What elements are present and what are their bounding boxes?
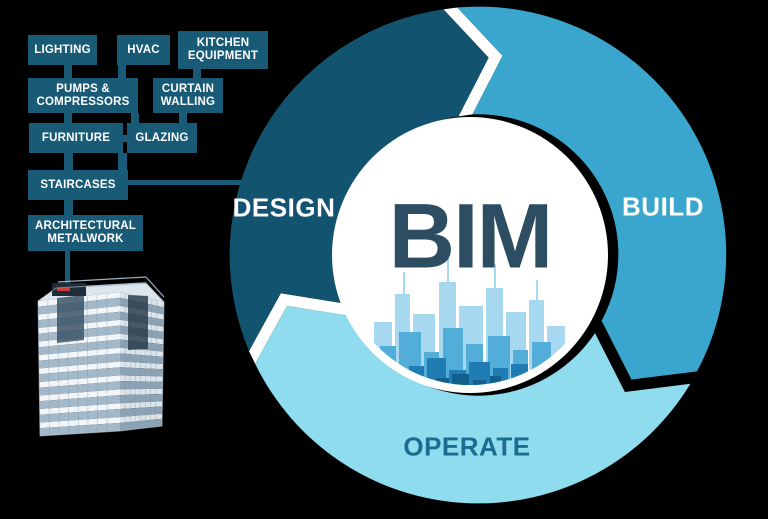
building-window-band <box>120 418 163 431</box>
build-label: BUILD <box>622 191 704 222</box>
building-window-band <box>39 422 120 436</box>
operate-label: OPERATE <box>403 431 531 462</box>
box-kitchen-equipment: KITCHEN EQUIPMENT <box>178 31 268 69</box>
operate-segment <box>255 305 691 504</box>
connector-glazing-stairs <box>118 153 127 170</box>
skyline-antenna <box>494 264 496 288</box>
box-staircases-label: STAIRCASES <box>40 178 116 191</box>
building-recess-side <box>128 295 148 350</box>
connector-metalwork-building <box>65 251 70 292</box>
build-segment <box>457 6 727 380</box>
connector-pumps-glazing <box>131 113 139 123</box>
connector-pumps-furniture <box>64 113 72 123</box>
skyline-building <box>452 374 469 385</box>
design-segment <box>229 9 489 352</box>
building-mullion <box>149 299 153 428</box>
connector-lighting-pumps <box>64 65 72 78</box>
building-window-band <box>38 339 121 355</box>
building-window-band <box>39 395 120 409</box>
box-glazing-label: GLAZING <box>135 131 189 144</box>
building-roof-railing-side <box>145 276 165 298</box>
connector-hvac-pumps <box>118 65 126 78</box>
building-roof-railing <box>57 276 147 283</box>
connector-curtain-glazing <box>179 113 187 123</box>
building-window-band <box>39 381 120 396</box>
building-slab <box>120 375 163 382</box>
box-hvac-label: HVAC <box>127 43 160 56</box>
building-slab <box>38 347 120 361</box>
box-architectural-metalwork-label: ARCHITECTURAL METALWORK <box>35 220 136 245</box>
design-label: DESIGN <box>232 192 336 223</box>
box-architectural-metalwork: ARCHITECTURAL METALWORK <box>28 215 143 251</box>
building-window-band <box>38 353 120 369</box>
building-mullion <box>47 299 51 436</box>
box-lighting: LIGHTING <box>28 35 97 65</box>
box-pumps-compressors: PUMPS & COMPRESSORS <box>28 78 138 113</box>
box-kitchen-equipment-label: KITCHEN EQUIPMENT <box>187 37 259 62</box>
building-slab <box>39 375 121 388</box>
building-window-band <box>120 353 164 364</box>
skyline-building <box>436 378 449 385</box>
box-curtain-walling-label: CURTAIN WALLING <box>160 82 216 108</box>
skyline-building <box>473 380 486 385</box>
box-furniture: FURNITURE <box>29 123 123 153</box>
building-sign-text <box>57 288 70 291</box>
skyline-building <box>490 376 501 385</box>
building-window-band <box>120 394 163 404</box>
box-glazing: GLAZING <box>127 123 197 153</box>
building-illustration <box>37 276 165 437</box>
bim-center-title: BIM <box>388 185 554 288</box>
box-furniture-label: FURNITURE <box>41 131 111 144</box>
building-slab <box>120 413 163 423</box>
building-mullion <box>96 294 99 433</box>
building-slab <box>120 361 163 370</box>
gap-band-design-build <box>443 7 503 117</box>
skyline-antenna <box>403 272 405 294</box>
skyline-antenna <box>536 280 538 300</box>
building-slab <box>120 401 163 409</box>
building-slab <box>39 417 120 429</box>
box-curtain-walling: CURTAIN WALLING <box>153 78 223 113</box>
building-window-band <box>120 367 163 377</box>
building-slab <box>39 403 120 415</box>
building-window-band <box>120 406 163 418</box>
building-window-band <box>39 367 120 382</box>
gap-band-operate-design <box>249 293 353 364</box>
building-outline <box>37 282 165 437</box>
building-window-band <box>39 409 121 423</box>
building-slab <box>120 347 164 357</box>
building-slab <box>120 388 163 396</box>
box-lighting-label: LIGHTING <box>34 43 91 56</box>
skyline-building <box>469 362 490 385</box>
connector-kitchen-curtain <box>193 69 201 78</box>
box-pumps-compressors-label: PUMPS & COMPRESSORS <box>36 82 130 108</box>
building-mullion <box>86 295 89 434</box>
skyline-antenna <box>447 256 449 282</box>
box-hvac: HVAC <box>117 35 170 65</box>
box-staircases: STAIRCASES <box>28 170 128 200</box>
building-window-band <box>120 381 163 390</box>
building-mullion <box>154 300 158 427</box>
connector-furniture-stairs <box>64 153 73 170</box>
building-slab <box>39 361 120 375</box>
connector-stairs-metalwork <box>64 200 73 215</box>
connector-furniture-glazing <box>123 135 127 142</box>
building-recess-front <box>57 295 84 343</box>
connector-stairs-circle <box>128 180 246 185</box>
building-slab <box>39 389 120 402</box>
